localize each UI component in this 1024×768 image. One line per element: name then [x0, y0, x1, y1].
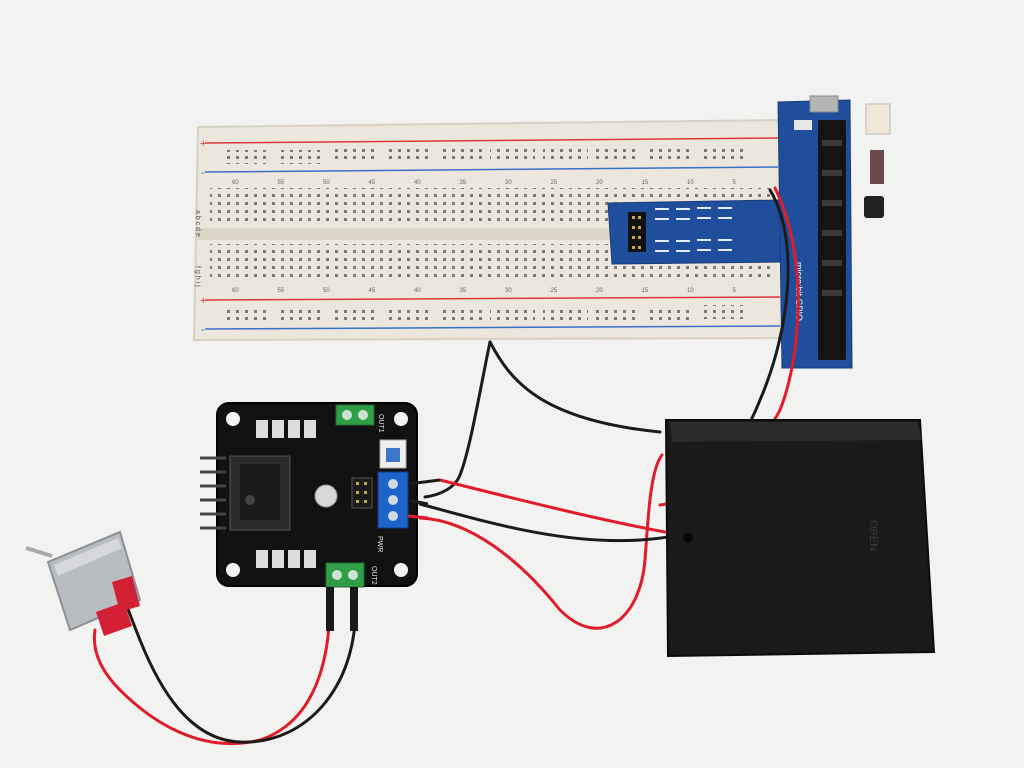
column-numbers-top: 60 55 50 45 40 35 30 25 20 15 10 5 — [232, 180, 737, 186]
column-number: 55 — [278, 180, 285, 186]
column-number: 20 — [596, 180, 603, 186]
column-number: 30 — [505, 180, 512, 186]
column-number: 5 — [733, 288, 737, 294]
row-letters-top: a b c d e — [194, 210, 201, 237]
column-number: 5 — [733, 180, 737, 186]
microbit-gpio-adapter: micro:bit GPIO — [607, 95, 891, 369]
motor-driver-board: OUT1 OUT2 PWR — [200, 402, 441, 631]
column-number: 60 — [232, 180, 239, 186]
column-number: 15 — [642, 288, 649, 294]
column-number: 15 — [642, 180, 649, 186]
rail-plus-top: + — [200, 138, 206, 150]
side-button — [864, 196, 884, 218]
column-number: 40 — [414, 180, 421, 186]
battery-box: OPEN — [664, 419, 936, 658]
side-switch — [870, 150, 884, 184]
motor-end-cap — [112, 576, 140, 612]
capacitor — [314, 484, 338, 508]
column-numbers-bottom: 60 55 50 45 40 35 30 25 20 15 10 5 — [232, 288, 737, 294]
column-number: 25 — [551, 288, 558, 294]
bottom-rail-holes — [225, 305, 747, 322]
column-number: 45 — [369, 288, 376, 294]
rail-plus-bottom: + — [200, 295, 206, 307]
rail-minus-bottom: - — [201, 324, 205, 336]
pwr-label: PWR — [376, 536, 383, 552]
dc-motor — [25, 530, 142, 636]
usb-port — [809, 95, 839, 113]
column-number: 50 — [323, 180, 330, 186]
column-number: 30 — [505, 288, 512, 294]
edge-connector — [818, 120, 846, 360]
out1-label: OUT1 — [377, 414, 384, 433]
column-number: 10 — [687, 288, 694, 294]
column-number: 25 — [551, 180, 558, 186]
column-number: 40 — [414, 288, 421, 294]
smd-chip — [794, 120, 812, 130]
column-number: 10 — [687, 180, 694, 186]
battery-jack — [865, 103, 891, 135]
battery-open-label: OPEN — [867, 520, 879, 551]
column-number: 35 — [460, 180, 467, 186]
rail-minus-top: - — [201, 167, 205, 179]
motor-shaft — [25, 546, 53, 558]
column-number: 60 — [232, 288, 239, 294]
out2-terminal — [325, 562, 365, 588]
column-number: 20 — [596, 288, 603, 294]
battery-screw — [683, 533, 693, 543]
column-number: 50 — [323, 288, 330, 294]
column-number: 45 — [369, 180, 376, 186]
row-letters-bottom: f g h i j — [194, 266, 201, 287]
column-number: 55 — [278, 288, 285, 294]
column-number: 35 — [460, 288, 467, 294]
out2-label: OUT2 — [370, 566, 377, 585]
top-rail-holes — [225, 146, 747, 164]
out1-terminal — [335, 404, 375, 426]
